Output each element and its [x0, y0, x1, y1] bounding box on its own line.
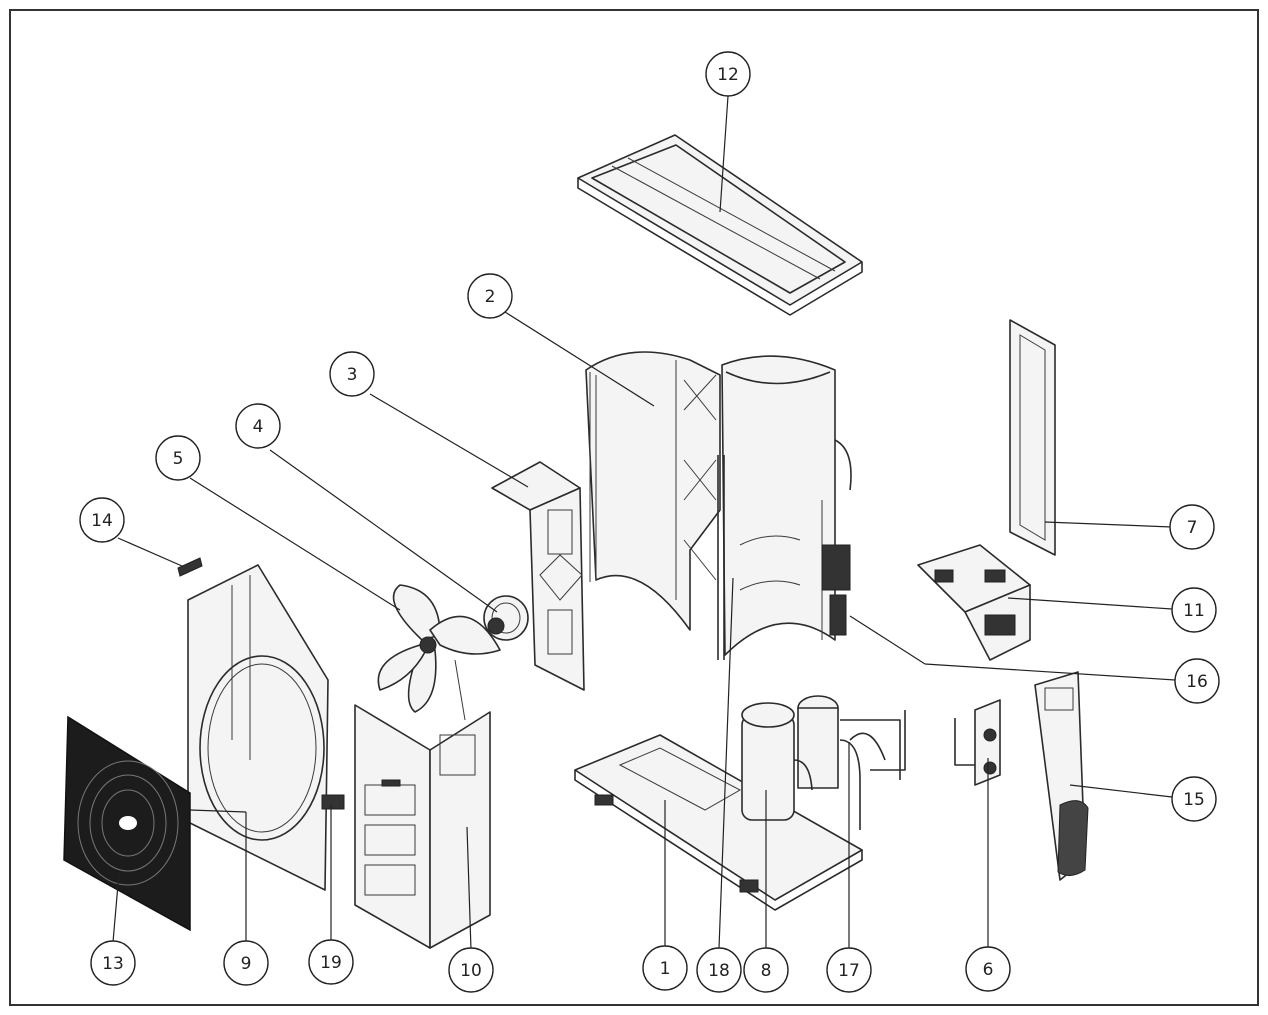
callout-label-15: 15: [1183, 790, 1205, 810]
callout-label-18: 18: [708, 961, 730, 981]
condenser-coil-part: [585, 351, 721, 631]
callout-17: 17: [826, 947, 872, 993]
diagram-frame: [9, 9, 1259, 1006]
callout-label-7: 7: [1187, 518, 1198, 538]
callout-label-19: 19: [320, 953, 342, 973]
callout-15: 15: [1171, 776, 1217, 822]
callout-label-3: 3: [347, 365, 358, 385]
base-pan-part: [574, 734, 863, 911]
fan-blade-part: [377, 584, 501, 721]
callout-label-8: 8: [761, 961, 772, 981]
side-panel-part: [1009, 319, 1056, 556]
fan-grille-part: [63, 715, 191, 932]
piping-part: [839, 710, 906, 830]
callout-2: 2: [467, 273, 513, 319]
callout-label-10: 10: [460, 961, 482, 981]
callout-label-13: 13: [102, 954, 124, 974]
callout-label-4: 4: [253, 417, 264, 437]
callout-label-1: 1: [660, 959, 671, 979]
callout-11: 11: [1171, 587, 1217, 633]
callout-1: 1: [642, 945, 688, 991]
callout-label-12: 12: [717, 65, 739, 85]
compressor-part: [741, 695, 901, 821]
callout-4: 4: [235, 403, 281, 449]
condenser-coil-front-part: [717, 355, 852, 660]
handle-panel-part: [1034, 671, 1089, 881]
callout-label-14: 14: [91, 511, 113, 531]
callout-10: 10: [448, 947, 494, 993]
control-box-part: [917, 544, 1031, 661]
callout-8: 8: [743, 947, 789, 993]
callout-16: 16: [1174, 658, 1220, 704]
callout-19: 19: [308, 939, 354, 985]
callout-label-9: 9: [241, 954, 252, 974]
clip-part: [177, 557, 203, 577]
callout-7: 7: [1169, 504, 1215, 550]
callout-14: 14: [79, 497, 125, 543]
motor-bracket-part: [491, 461, 585, 691]
callout-18: 18: [696, 947, 742, 993]
callout-label-11: 11: [1183, 601, 1205, 621]
front-panel-part: [187, 564, 345, 891]
callout-label-17: 17: [838, 961, 860, 981]
callout-label-5: 5: [173, 449, 184, 469]
service-valves-part: [954, 699, 1001, 786]
callout-label-16: 16: [1186, 672, 1208, 692]
callout-3: 3: [329, 351, 375, 397]
callout-13: 13: [90, 940, 136, 986]
front-cabinet-part: [354, 704, 491, 949]
callout-5: 5: [155, 435, 201, 481]
top-cover-part: [577, 134, 863, 316]
callout-9: 9: [223, 940, 269, 986]
leader-lines: [112, 95, 1176, 951]
callout-label-2: 2: [485, 287, 496, 307]
callout-6: 6: [965, 946, 1011, 992]
callout-12: 12: [705, 51, 751, 97]
fan-motor-part: [483, 595, 529, 641]
callout-label-6: 6: [983, 960, 994, 980]
